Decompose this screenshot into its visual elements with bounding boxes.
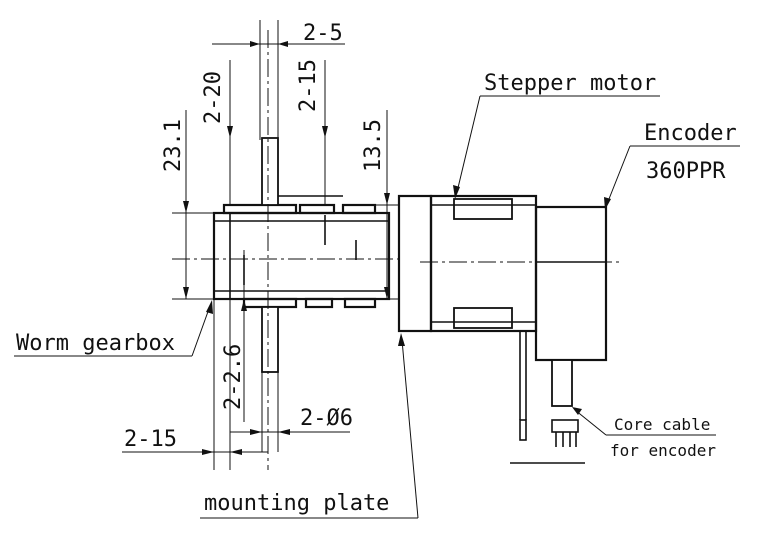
worm-gearbox-label: Worm gearbox (16, 331, 175, 356)
encoder-ppr-label: 360PPR (646, 159, 726, 184)
dim-2-15-top: 2-15 (296, 59, 328, 205)
leader-worm-gearbox: Worm gearbox (14, 300, 213, 357)
dim-2-06-label: 2-Ø6 (300, 406, 353, 431)
worm-gearbox-body (172, 30, 400, 470)
dim-2-20-label: 2-20 (201, 71, 226, 124)
dim-23-1-label: 23.1 (161, 119, 186, 172)
dim-2-15-bottom: 2-15 (122, 299, 268, 470)
dim-2-15-top-label: 2-15 (296, 59, 321, 112)
dim-13-5: 13.5 (361, 110, 400, 300)
dim-2-06: 2-Ø6 (230, 372, 353, 452)
dim-2-5: 2-5 (212, 20, 345, 140)
dim-2-2-6-label: 2-2.6 (221, 344, 246, 410)
mounting-plate-label: mounting plate (204, 491, 389, 516)
core-cable-label-line1: Core cable (614, 415, 710, 434)
core-cable-label-line2: for encoder (610, 441, 716, 460)
leader-mounting-plate: mounting plate (200, 333, 419, 519)
dim-2-15-bottom-label: 2-15 (124, 427, 177, 452)
dim-13-5-label: 13.5 (361, 119, 386, 172)
leader-stepper-motor: Stepper motor (453, 71, 660, 199)
encoder-label: Encoder (644, 121, 737, 146)
leader-encoder: Encoder 360PPR (604, 121, 740, 210)
dim-2-2-6: 2-2.6 (221, 250, 247, 422)
stepper-motor-label: Stepper motor (484, 71, 656, 96)
dim-23-1: 23.1 (161, 110, 214, 300)
dim-2-20: 2-20 (201, 60, 233, 205)
leader-core-cable: Core cable for encoder (572, 407, 716, 460)
dim-2-5-label: 2-5 (303, 21, 343, 46)
encoder-body (510, 205, 608, 464)
stepper-motor-body (397, 194, 620, 333)
